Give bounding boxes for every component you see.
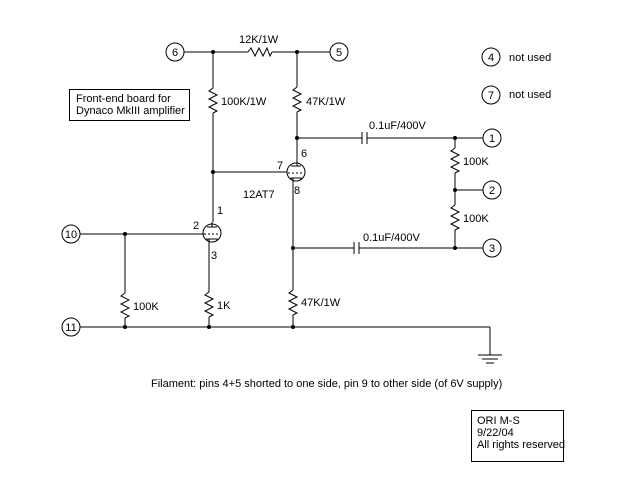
terminal-1-label: 1 — [489, 133, 495, 145]
junction-dot — [295, 136, 299, 140]
junction-dot — [123, 325, 127, 329]
terminal-5-label: 5 — [336, 47, 342, 59]
junction-dot — [453, 246, 457, 250]
label-r-grid: 100K — [133, 301, 159, 313]
ground-symbol — [478, 354, 502, 364]
pin-8-label: 8 — [294, 185, 300, 197]
label-r-div-top: 100K — [463, 156, 489, 168]
resistor-1k — [203, 291, 215, 318]
terminal-5 — [329, 42, 349, 62]
terminal-7-label: 7 — [488, 90, 494, 102]
resistor-100k-grid — [119, 292, 131, 319]
junction-dot — [211, 170, 215, 174]
label-cap-bottom: 0.1uF/400V — [363, 232, 421, 244]
label-r-top: 12K/1W — [239, 34, 279, 46]
junction-dot — [123, 232, 127, 236]
tube-triode-right — [286, 162, 306, 182]
terminal-7 — [481, 85, 501, 105]
pin-1-label: 1 — [217, 205, 223, 217]
resistor-12k — [247, 46, 273, 58]
filament-note: Filament: pins 4+5 shorted to one side, … — [151, 378, 503, 390]
terminal-4-label: 4 — [488, 52, 494, 64]
label-r-right-cathode: 47K/1W — [301, 297, 341, 309]
junction-dot — [291, 246, 295, 250]
pin-3-label: 3 — [211, 250, 217, 262]
terminal-10 — [61, 224, 81, 244]
terminal-3-label: 3 — [489, 243, 495, 255]
label-r-right-plate: 47K/1W — [306, 96, 346, 108]
terminal-2 — [482, 180, 502, 200]
title-line-1: Front-end board for — [76, 93, 171, 105]
author-rights: All rights reserved — [477, 439, 566, 451]
terminal-2-label: 2 — [489, 185, 495, 197]
junction-dot — [295, 50, 299, 54]
terminal-11 — [61, 317, 81, 337]
junction-dot — [211, 50, 215, 54]
terminal-4 — [481, 47, 501, 67]
terminal-4-note: not used — [509, 52, 551, 64]
junction-dot — [207, 325, 211, 329]
resistor-100k-1w — [207, 87, 219, 114]
author-date: 9/22/04 — [477, 427, 514, 439]
junction-dot — [291, 325, 295, 329]
resistor-100k-div-bottom — [449, 204, 461, 231]
terminal-7-note: not used — [509, 89, 551, 101]
terminal-11-label: 11 — [65, 322, 76, 334]
junction-dot — [453, 136, 457, 140]
pin-7-label: 7 — [277, 160, 283, 172]
title-line-2: Dynaco MkIII amplifier — [76, 105, 185, 117]
author-box: ORI M-S 9/22/04 All rights reserved — [471, 410, 566, 462]
junction-dot — [453, 188, 457, 192]
label-r-left-cathode: 1K — [217, 300, 231, 312]
pin-6-label: 6 — [301, 148, 307, 160]
label-cap-top: 0.1uF/400V — [369, 120, 427, 132]
terminal-10-label: 10 — [65, 229, 77, 241]
resistor-100k-div-top — [449, 147, 461, 174]
terminal-6-label: 6 — [172, 47, 178, 59]
label-r-div-bottom: 100K — [463, 213, 489, 225]
resistor-47k-1w-cathode — [287, 289, 299, 316]
terminal-1 — [482, 128, 502, 148]
title-box: Front-end board for Dynaco MkIII amplifi… — [69, 89, 190, 121]
resistor-47k-1w-plate — [291, 86, 303, 113]
label-r-left-plate: 100K/1W — [221, 96, 267, 108]
terminal-6 — [165, 42, 185, 62]
pin-2-label: 2 — [193, 220, 199, 232]
tube-triode-left — [202, 222, 222, 244]
terminal-3 — [482, 238, 502, 258]
label-tube: 12AT7 — [243, 189, 275, 201]
author-name: ORI M-S — [477, 415, 520, 427]
